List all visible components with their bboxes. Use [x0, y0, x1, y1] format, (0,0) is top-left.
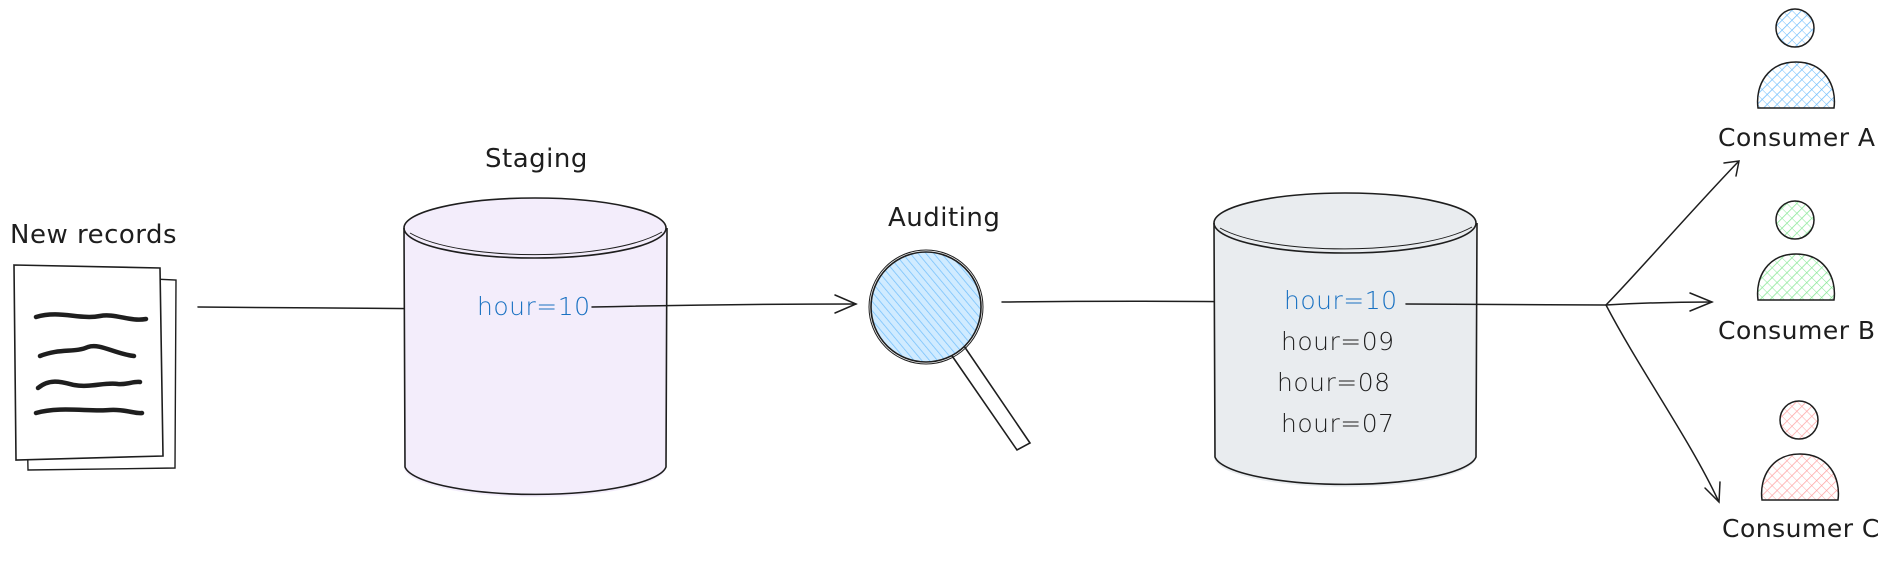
- consumer-b-icon: [1756, 200, 1836, 301]
- staging-table-cylinder: [403, 197, 668, 497]
- consumer-c-label: Consumer C: [1722, 514, 1880, 543]
- staging-label: Staging: [485, 144, 588, 174]
- production-partition: hour=09: [1281, 327, 1395, 356]
- consumer-a-icon: [1756, 8, 1836, 109]
- arrows-to-consumers: [1405, 160, 1740, 504]
- new-records-label: New records: [10, 220, 178, 250]
- consumer-b-label: Consumer B: [1718, 316, 1876, 345]
- production-partition: hour=10: [1284, 286, 1398, 315]
- documents-icon: [13, 264, 177, 471]
- magnifier-icon: [868, 249, 1032, 452]
- production-table-cylinder: [1213, 192, 1478, 487]
- staging-partition: hour=10: [477, 292, 591, 321]
- arrow-staging-to-auditing: [591, 294, 858, 314]
- consumer-a-label: Consumer A: [1718, 123, 1876, 152]
- auditing-label: Auditing: [888, 203, 1001, 233]
- production-partition: hour=07: [1281, 409, 1395, 438]
- production-partition: hour=08: [1277, 368, 1391, 397]
- consumer-c-icon: [1760, 400, 1840, 501]
